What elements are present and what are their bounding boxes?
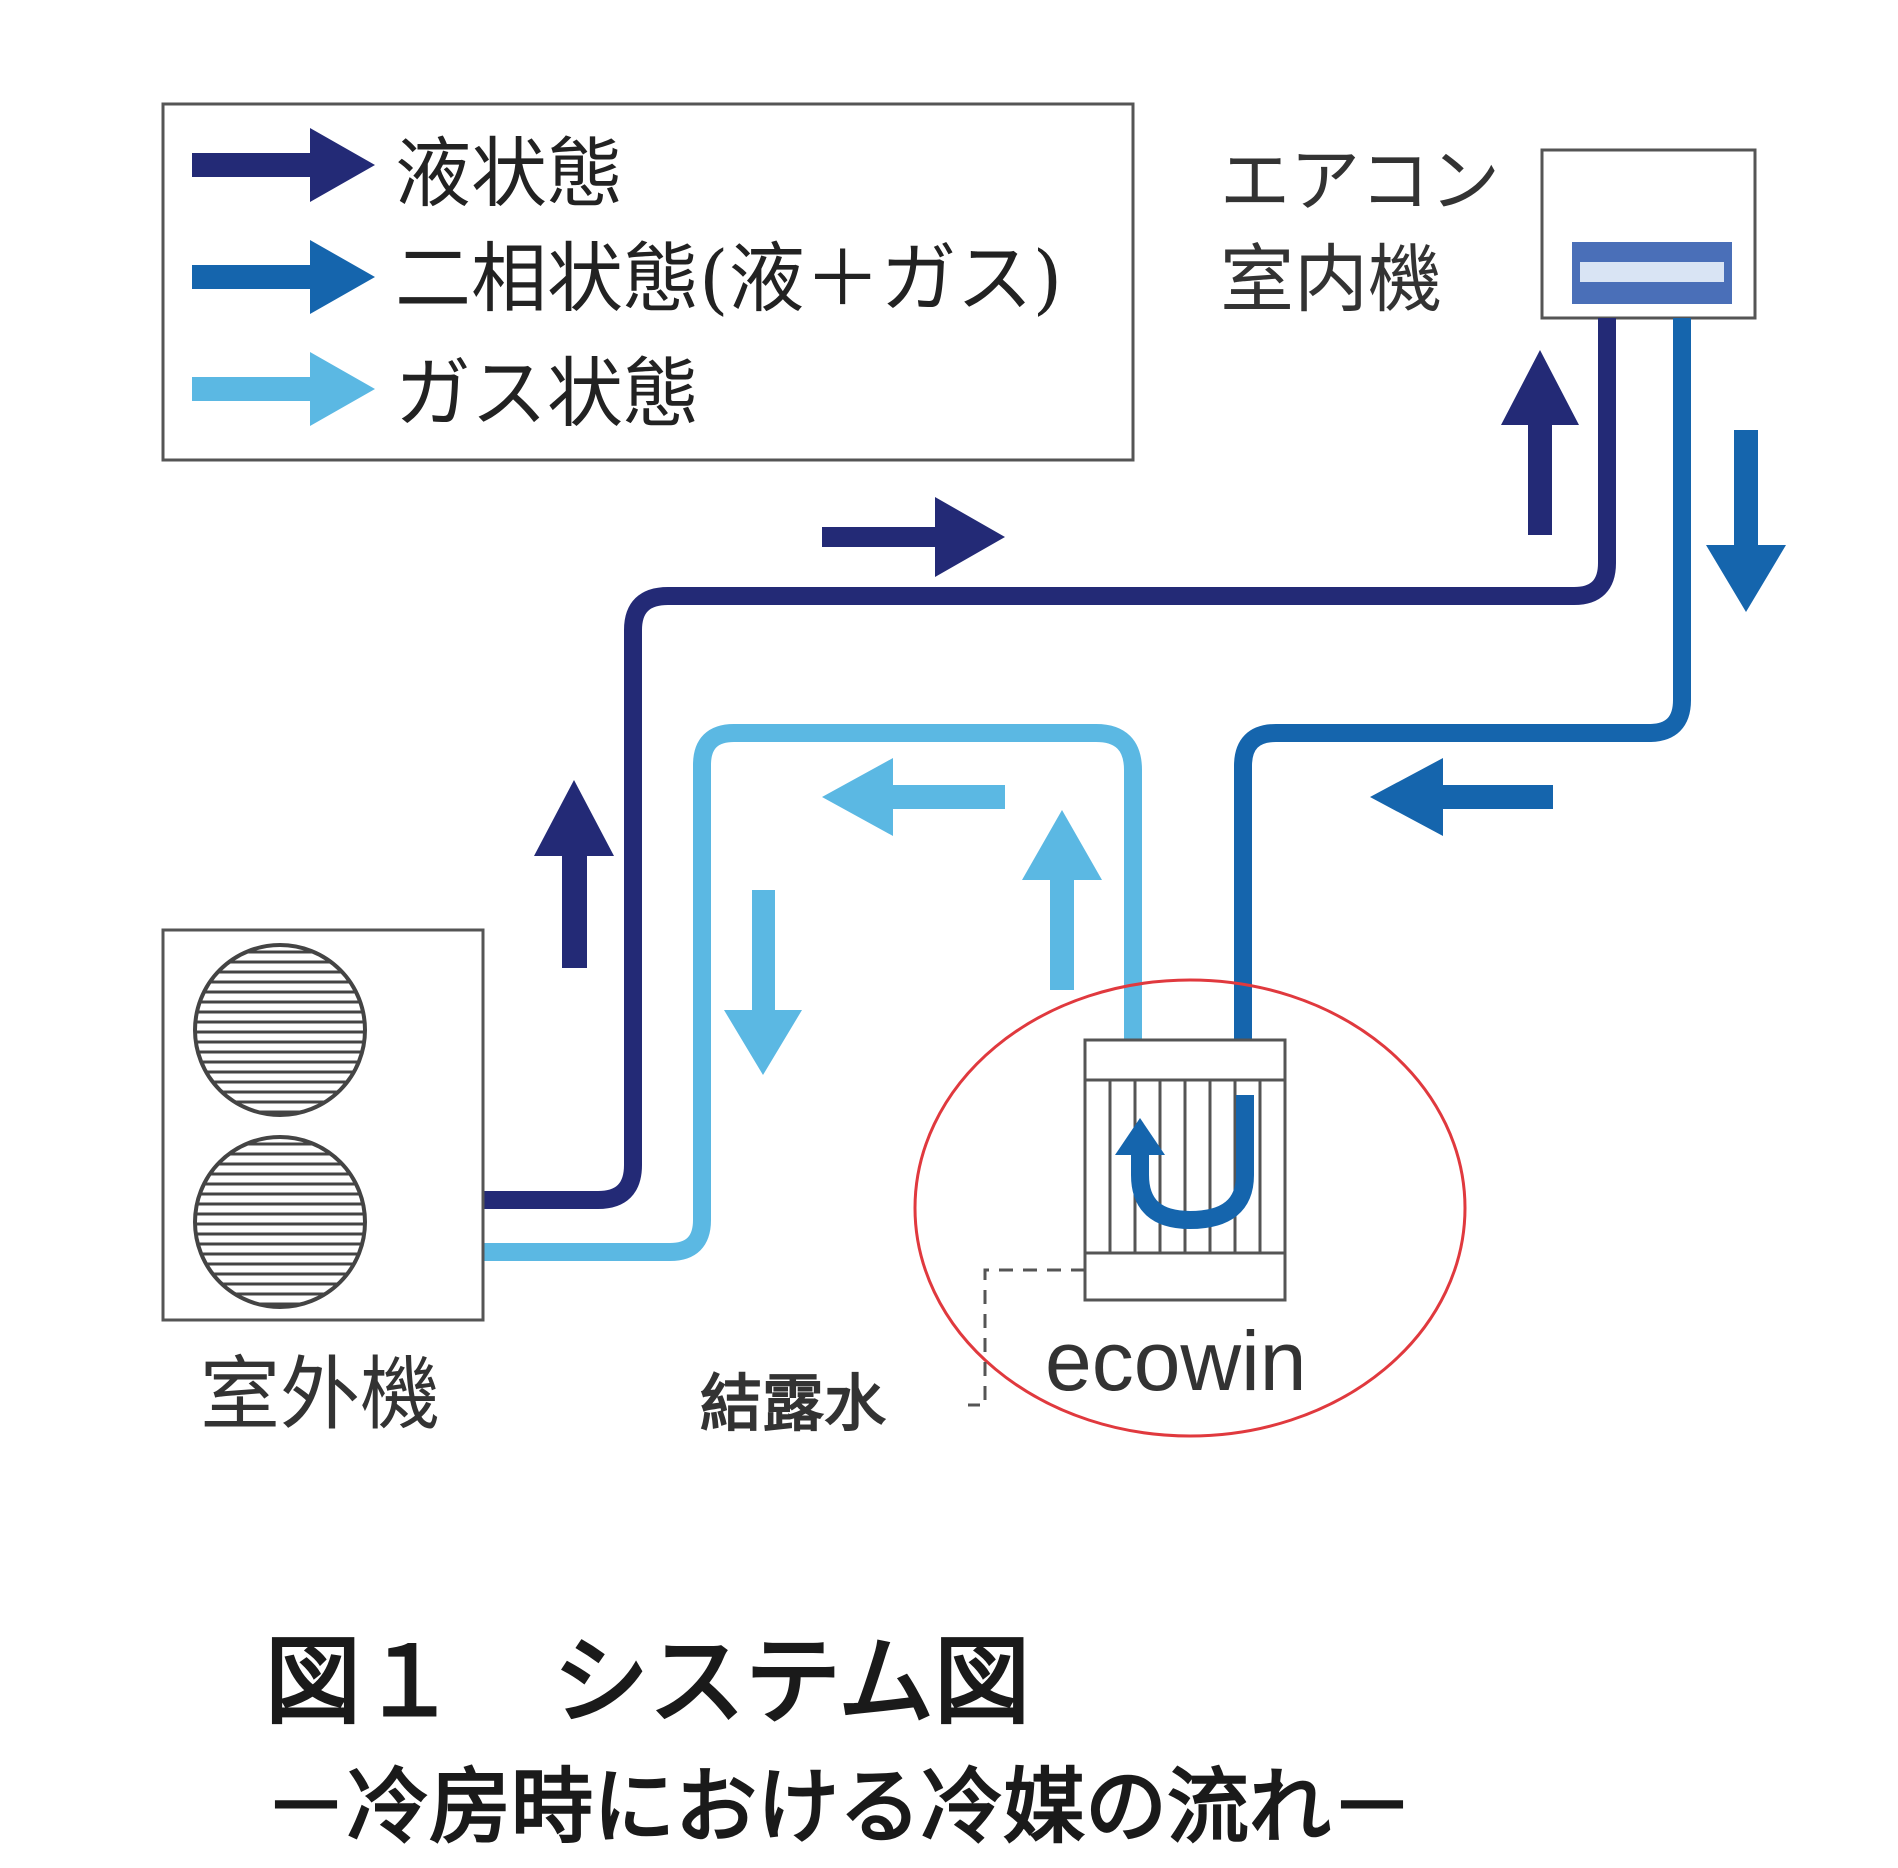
outdoor-unit: 室外機 [161,928,485,1441]
indoor-unit: エアコン 室内機 [1220,140,1757,323]
gas-pipe [483,724,1142,1261]
legend-item-gas: ガス状態 [192,349,699,438]
indoor-unit-label-line1: エアコン [1220,140,1500,222]
ecowin-u-turn-arrowhead-icon [1115,1118,1165,1155]
caption-subtitle: －冷房時における冷媒の流れ－ [265,1760,1413,1855]
two-phase-pipe [1234,318,1691,1040]
liquid-flow-arrow-up-outdoor-icon [534,780,614,968]
indoor-unit-panel-highlight [1580,262,1724,282]
liquid-flow-arrow-right-icon [822,497,1005,577]
legend-gas-label: ガス状態 [395,349,699,438]
legend-liquid-arrow-icon [192,128,375,202]
ecowin-highlight-circle [913,978,1467,1438]
caption-title: 図１ システム図 [265,1626,1030,1738]
gas-flow-arrow-left-icon [822,758,1005,836]
ecowin-u-turn-arrow-icon [1131,1095,1254,1230]
outdoor-fan-bottom-icon [193,1135,367,1309]
ecowin: ecowin [913,978,1467,1438]
legend: 液状態 二相状態(液＋ガス) ガス状態 [161,102,1135,462]
outdoor-fan-top-icon [193,943,367,1117]
ecowin-unit-icon [1083,1038,1287,1302]
condensate-label: 結露水 [700,1367,887,1440]
liquid-flow-arrow-up-indoor-icon [1501,350,1579,535]
two-phase-flow-arrow-down-icon [1706,430,1786,612]
legend-gas-arrow-icon [192,352,375,426]
legend-item-two-phase: 二相状態(液＋ガス) [192,234,1062,323]
gas-flow-arrow-down-icon [724,890,802,1075]
legend-item-liquid: 液状態 [192,128,623,218]
liquid-pipe [483,318,1616,1209]
two-phase-flow-arrow-left-icon [1370,758,1553,836]
legend-two-phase-label: 二相状態(液＋ガス) [395,234,1062,323]
legend-two-phase-arrow-icon [192,240,375,314]
legend-liquid-label: 液状態 [395,129,623,218]
caption: 図１ システム図 －冷房時における冷媒の流れ－ [265,1626,1413,1855]
ecowin-label: ecowin [1045,1314,1306,1408]
indoor-unit-label-line2: 室内機 [1220,237,1442,323]
condensate: 結露水 [700,1268,1085,1440]
gas-flow-arrow-up-icon [1022,810,1102,990]
outdoor-unit-label: 室外機 [200,1348,440,1441]
condensate-dashed-line [968,1268,1085,1407]
